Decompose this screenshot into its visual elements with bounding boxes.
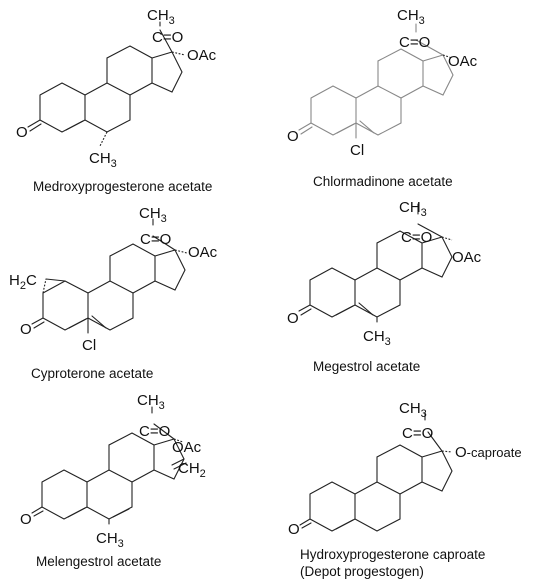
steroid-skeleton xyxy=(299,412,453,532)
carbonyl-label: C=O xyxy=(139,423,170,440)
ch3-label: CH3 xyxy=(399,400,427,420)
ch2-label: CH2 xyxy=(178,460,206,480)
ch3-6-label: CH3 xyxy=(96,530,124,550)
ketone-o-label: O xyxy=(287,128,299,145)
molecule-melengestrol-acetate: CH3 C=O OAc CH2 O CH3 Melengestrol aceta… xyxy=(20,392,206,569)
ketone-o-label: O xyxy=(287,310,299,327)
molecule-caption: Medroxyprogesterone acetate xyxy=(33,179,212,194)
molecule-chlormadinone-acetate: CH3 C=O OAc O Cl Chlormadinone acetate xyxy=(287,7,478,189)
molecule-megestrol-acetate: CH3 C=O OAc O CH3 Megestrol acetate xyxy=(287,199,482,374)
ch3-6-label: CH3 xyxy=(89,150,117,170)
molecule-caption-note: (Depot progestogen) xyxy=(300,564,424,579)
ketone-o-label: O xyxy=(288,521,300,538)
ester-label: O-caproate xyxy=(455,444,522,461)
molecule-caption: Hydroxyprogesterone caproate xyxy=(300,547,485,562)
carbonyl-label: C=O xyxy=(152,29,183,46)
oac-label: OAc xyxy=(452,249,482,266)
ch3-label: CH3 xyxy=(147,7,175,27)
molecule-cyproterone-acetate: CH3 C=O OAc H2C O Cl Cyproterone acetate xyxy=(9,205,218,381)
carbonyl-label: C=O xyxy=(140,231,171,248)
molecule-caption: Chlormadinone acetate xyxy=(313,174,453,189)
carbonyl-label: C=O xyxy=(402,425,433,442)
carbonyl-label: C=O xyxy=(401,229,432,246)
ketone-o-label: O xyxy=(16,124,28,141)
ch3-label: CH3 xyxy=(139,205,167,225)
molecule-medroxyprogesterone-acetate: CH3 C=O OAc O CH3 Medroxyprogesterone ac… xyxy=(16,7,217,194)
cl-label: Cl xyxy=(82,337,96,354)
carbonyl-label: C=O xyxy=(399,34,430,51)
h2c-label: H2C xyxy=(9,272,37,292)
ketone-o-label: O xyxy=(20,511,32,528)
ch3-6-label: CH3 xyxy=(363,328,391,348)
oac-label: OAc xyxy=(172,439,202,456)
ch3-label: CH3 xyxy=(397,7,425,27)
steroid-skeleton xyxy=(298,203,453,323)
molecule-caption: Cyproterone acetate xyxy=(31,366,153,381)
molecule-caption: Megestrol acetate xyxy=(313,359,420,374)
oac-label: OAc xyxy=(188,244,218,261)
steroid-skeleton xyxy=(31,406,187,525)
molecule-caption: Melengestrol acetate xyxy=(36,554,161,569)
steroid-skeleton xyxy=(27,21,186,147)
oac-label: OAc xyxy=(448,53,478,70)
steroid-skeleton xyxy=(31,218,188,334)
ch3-label: CH3 xyxy=(399,199,427,219)
cl-label: Cl xyxy=(350,142,364,159)
steroid-skeleton xyxy=(298,23,454,139)
molecule-hydroxyprogesterone-caproate: CH3 C=O O-caproate O Hydroxyprogesterone… xyxy=(288,400,522,579)
oac-label: OAc xyxy=(187,47,217,64)
ch3-label: CH3 xyxy=(137,392,165,412)
ketone-o-label: O xyxy=(20,321,32,338)
